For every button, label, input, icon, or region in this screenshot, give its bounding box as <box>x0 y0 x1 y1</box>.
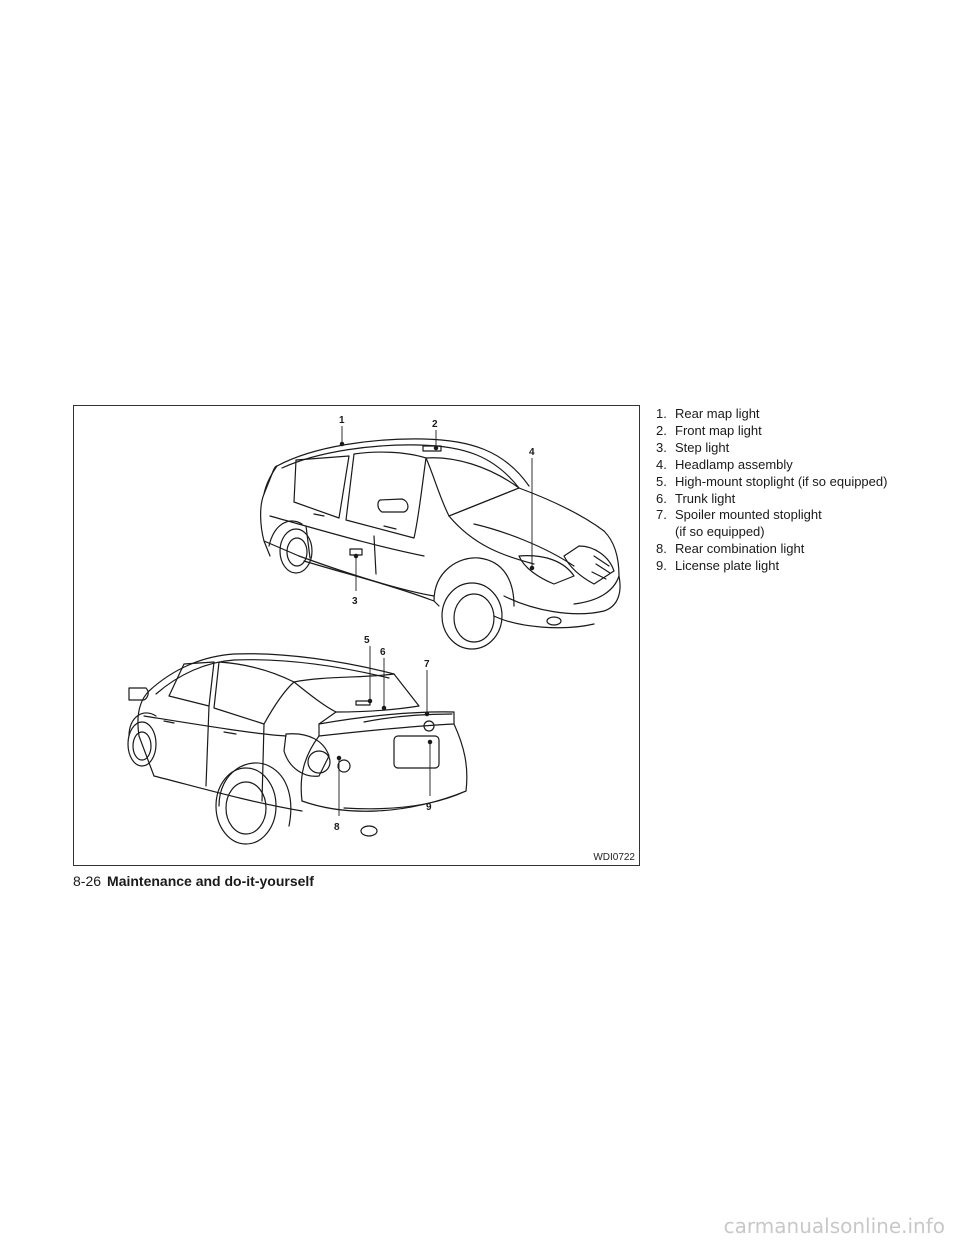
legend-number: 4. <box>656 456 667 472</box>
legend-item: 1. Rear map light <box>656 406 946 423</box>
callout-8: 8 <box>334 822 340 833</box>
callout-2: 2 <box>432 419 438 430</box>
legend-item: 3. Step light <box>656 440 946 457</box>
legend-text: License plate light <box>675 558 780 574</box>
callout-6: 6 <box>380 647 386 658</box>
car-illustration: 1 2 3 4 5 6 7 8 9 <box>127 415 621 845</box>
figure-code: WDI0722 <box>593 852 635 863</box>
legend-text: Spoiler mounted stoplight <box>675 507 822 523</box>
legend-text: Trunk light <box>675 490 736 506</box>
callout-9: 9 <box>426 802 432 813</box>
legend-number: 6. <box>656 490 667 506</box>
watermark-text: carmanualsonline.info <box>723 1214 945 1238</box>
legend-text: Front map light <box>675 422 762 438</box>
callout-7: 7 <box>424 659 430 670</box>
legend-text-continuation: (if so equipped) <box>675 524 765 540</box>
legend-number: 7. <box>656 507 667 523</box>
legend-item: 5. High-mount stoplight (if so equipped) <box>656 474 946 491</box>
callout-4: 4 <box>529 447 535 458</box>
legend-number: 2. <box>656 422 667 438</box>
rear-car-drawing <box>127 653 468 845</box>
legend-text: High-mount stoplight (if so equipped) <box>675 473 888 489</box>
legend-text: Headlamp assembly <box>675 456 793 472</box>
legend-text: Rear map light <box>675 406 760 421</box>
legend-text: Rear combination light <box>675 541 805 557</box>
callout-1: 1 <box>339 415 345 426</box>
legend-number: 8. <box>656 541 667 557</box>
legend-item: 8. Rear combination light <box>656 541 946 558</box>
callout-5: 5 <box>364 635 370 646</box>
front-car-drawing <box>260 438 621 650</box>
legend-number: 5. <box>656 473 667 489</box>
legend-item: 2. Front map light <box>656 423 946 440</box>
legend-number: 9. <box>656 558 667 574</box>
legend-item: 7. Spoiler mounted stoplight (if so equi… <box>656 507 946 541</box>
legend-text: Step light <box>675 439 730 455</box>
legend-item: 9. License plate light <box>656 558 946 575</box>
legend-number: 3. <box>656 439 667 455</box>
car-lights-figure: 1 2 3 4 5 6 7 8 9 WDI0722 <box>73 405 640 866</box>
page-footer: 8-26 Maintenance and do-it-yourself <box>73 873 314 889</box>
legend-item: 4. Headlamp assembly <box>656 457 946 474</box>
legend-number: 1. <box>656 406 667 421</box>
page-number: 8-26 <box>73 873 102 889</box>
light-legend-list: 1. Rear map light 2. Front map light 3. … <box>656 406 946 575</box>
callout-3: 3 <box>352 596 358 607</box>
section-title: Maintenance and do-it-yourself <box>107 873 314 889</box>
legend-item: 6. Trunk light <box>656 491 946 508</box>
